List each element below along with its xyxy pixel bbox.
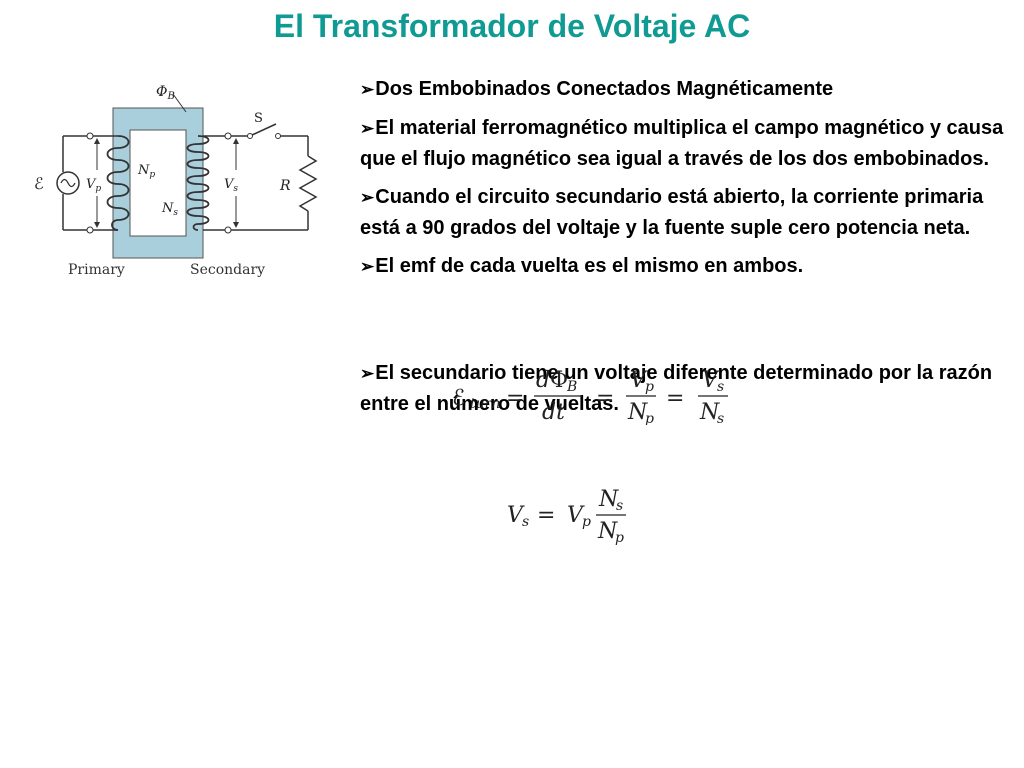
bullet-arrow-icon: ➢ xyxy=(360,257,375,276)
svg-text:V: V xyxy=(630,368,648,393)
bullet-text: El material ferromagnético multiplica el… xyxy=(360,117,1004,170)
svg-text:turn: turn xyxy=(470,396,500,412)
svg-text:dt: dt xyxy=(542,400,565,425)
svg-text:s: s xyxy=(522,514,529,530)
bullet-arrow-icon: ➢ xyxy=(360,364,375,383)
svg-text:=: = xyxy=(596,386,614,411)
bullet-item: ➢Cuando el circuito secundario está abie… xyxy=(360,182,1010,243)
svg-text:d: d xyxy=(536,368,550,393)
svg-text:=: = xyxy=(666,386,684,411)
bullet-item: ➢El material ferromagnético multiplica e… xyxy=(360,113,1010,174)
bullet-arrow-icon: ➢ xyxy=(360,80,375,99)
primary-voltage-label: Vp xyxy=(86,177,101,194)
svg-text:N: N xyxy=(598,487,619,512)
svg-text:N: N xyxy=(699,400,720,425)
svg-text:V: V xyxy=(567,503,585,528)
bullet-arrow-icon: ➢ xyxy=(360,119,375,138)
secondary-voltage-label: Vs xyxy=(224,177,238,194)
bullet-item: ➢El secundario tiene un voltaje diferent… xyxy=(360,358,1010,419)
svg-text:N: N xyxy=(627,400,648,425)
bullet-item: ➢El emf de cada vuelta es el mismo en am… xyxy=(360,251,1010,282)
svg-text:p: p xyxy=(645,411,654,425)
switch-label: S xyxy=(254,111,263,126)
secondary-coil xyxy=(186,135,210,231)
bullet-item: ➢Dos Embobinados Conectados Magnéticamen… xyxy=(360,74,1010,105)
svg-text:B: B xyxy=(566,379,577,395)
slide-title: El Transformador de Voltaje AC xyxy=(273,8,751,44)
svg-text:ℰ: ℰ xyxy=(452,386,465,411)
svg-text:s: s xyxy=(616,498,623,514)
svg-text:Φ: Φ xyxy=(550,368,568,393)
primary-coil xyxy=(106,135,130,231)
flux-label: ΦB xyxy=(156,84,175,102)
transformer-diagram: ΦB ℰ Vp Np Ns xyxy=(28,78,328,288)
source-label: ℰ xyxy=(34,174,44,193)
bullet-text: El secundario tiene un voltaje diferente… xyxy=(360,362,993,415)
secondary-voltage-equation: V s = V p N s N p xyxy=(505,486,645,548)
primary-turns-label: Np xyxy=(137,163,155,180)
primary-caption: Primary xyxy=(68,262,125,278)
svg-text:=: = xyxy=(506,386,524,411)
bullet-arrow-icon: ➢ xyxy=(360,188,375,207)
secondary-caption: Secondary xyxy=(190,262,265,278)
bullet-text: El emf de cada vuelta es el mismo en amb… xyxy=(375,255,804,277)
emf-per-turn-equation: ℰ turn = d Φ B dt = V p N p = V s N s xyxy=(450,365,740,425)
svg-text:V: V xyxy=(702,368,720,393)
bullet-list: ➢Dos Embobinados Conectados Magnéticamen… xyxy=(360,74,1010,427)
svg-text:=: = xyxy=(537,503,555,528)
svg-text:s: s xyxy=(717,379,724,395)
resistor-label: R xyxy=(279,178,291,194)
svg-text:p: p xyxy=(615,530,624,546)
svg-text:p: p xyxy=(645,379,654,395)
secondary-turns-label: Ns xyxy=(161,201,178,218)
svg-text:N: N xyxy=(597,519,618,544)
bullet-text: Cuando el circuito secundario está abier… xyxy=(360,186,984,239)
svg-text:p: p xyxy=(582,514,591,530)
resistor xyxy=(298,155,318,212)
switch xyxy=(251,123,277,136)
svg-text:V: V xyxy=(507,503,525,528)
bullet-text: Dos Embobinados Conectados Magnéticament… xyxy=(375,78,834,100)
svg-text:s: s xyxy=(717,411,724,425)
